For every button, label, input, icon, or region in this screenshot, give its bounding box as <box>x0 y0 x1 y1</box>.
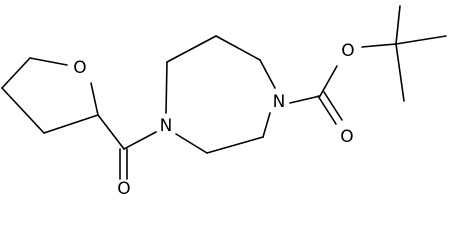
bond-dz-4 <box>259 59 276 89</box>
ester-oxygen-label: O <box>341 41 354 61</box>
bond-o-to-tbutyl <box>361 43 397 48</box>
tetrahydrofuran-ring <box>1 57 99 134</box>
tert-butyl-group <box>395 5 447 102</box>
bond-dz-2 <box>166 35 217 63</box>
bond-ring-2 <box>29 57 68 66</box>
carbamate-carbonyl-double-bond <box>317 91 343 125</box>
carbamate-nitrogen-label: N <box>273 92 286 112</box>
amide-nitrogen-label: N <box>160 116 173 136</box>
bond-c-to-ester-o <box>319 65 338 97</box>
bond-tbu-right <box>395 35 447 45</box>
carbamate-carbonyl-oxygen-label: O <box>340 127 353 147</box>
bond-ring-4 <box>43 114 99 134</box>
structure-canvas: O N N O O O <box>1 5 447 199</box>
ring-oxygen-label: O <box>73 58 86 78</box>
bond-ring-3 <box>90 82 99 116</box>
bond-tbu-up <box>395 5 401 45</box>
amide-carbonyl-oxygen-label: O <box>117 179 130 199</box>
bond-dz-6 <box>206 136 264 154</box>
bond-tbu-down <box>395 43 405 102</box>
amide-carbonyl-double-bond <box>119 148 128 180</box>
bond-ring-to-carbonyl <box>97 114 125 150</box>
bond-ring-1 <box>1 57 31 89</box>
bond-cco-a <box>317 95 337 125</box>
bond-carbonyl-to-n <box>123 131 157 150</box>
bond-ring-5 <box>1 87 45 134</box>
molecule-drawing: O N N O O O <box>1 5 447 199</box>
bond-n-to-carbamate-c <box>289 95 321 104</box>
diazepane-ring <box>165 35 276 154</box>
bond-dz-1 <box>165 61 168 114</box>
bond-dz-3 <box>215 35 261 61</box>
bond-cco-b <box>323 91 343 121</box>
bond-dz-7 <box>175 133 208 154</box>
bond-dz-5 <box>262 112 271 138</box>
